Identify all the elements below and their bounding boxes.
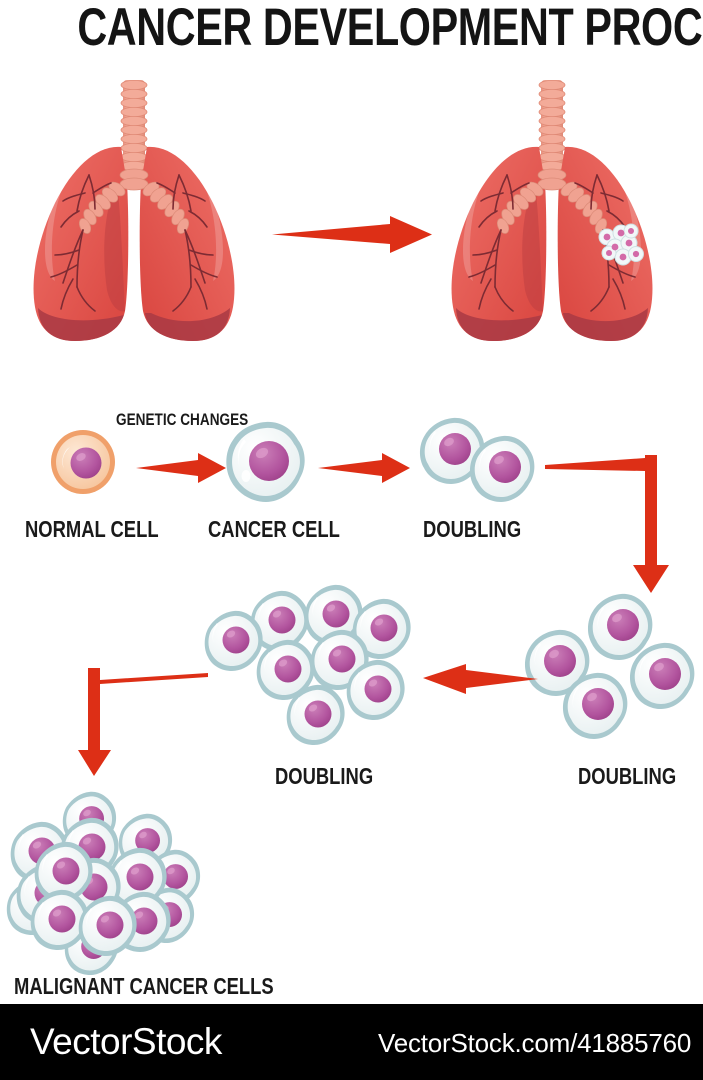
doubling-8-cells <box>196 583 426 758</box>
arrow-elbow-left <box>78 668 208 778</box>
label-cancer-cell: CANCER CELL <box>208 516 340 542</box>
arrow-four-to-eight <box>423 663 538 695</box>
watermark-footer: VectorStock VectorStock.com/41885760 <box>0 1004 703 1080</box>
arrow-normal-cancer <box>136 452 228 484</box>
normal-cell <box>46 425 120 499</box>
arrow-lungs <box>272 215 434 255</box>
healthy-lungs-illustration <box>5 75 285 355</box>
label-doubling-4: DOUBLING <box>578 763 677 789</box>
cancer-cell <box>222 418 310 506</box>
label-normal-cell: NORMAL CELL <box>25 516 159 542</box>
label-doubling-2: DOUBLING <box>423 516 522 542</box>
doubling-4-cells <box>524 588 703 748</box>
label-doubling-8: DOUBLING <box>275 763 374 789</box>
vectorstock-brand: VectorStock <box>30 1021 222 1062</box>
tumor-cell-cluster <box>598 223 644 266</box>
page-title: CANCER DEVELOPMENT PROCESS <box>77 0 703 57</box>
vectorstock-url: VectorStock.com/41885760 <box>378 1028 692 1058</box>
arrow-elbow-right <box>545 455 675 595</box>
lungs-with-tumor-illustration <box>423 75 703 355</box>
label-genetic-changes: GENETIC CHANGES <box>116 410 249 429</box>
label-malignant-cancer-cells: MALIGNANT CANCER CELLS <box>14 973 274 999</box>
doubling-2-cells <box>415 412 545 512</box>
malignant-cancer-cell-mass <box>2 790 217 976</box>
arrow-cancer-double <box>318 452 412 484</box>
